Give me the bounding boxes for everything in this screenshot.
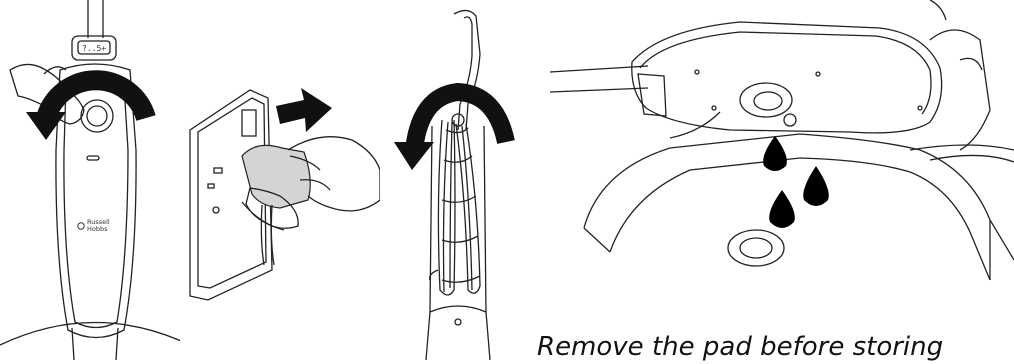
- panel-wrap-cable: [380, 0, 550, 360]
- plug-body: [242, 145, 310, 208]
- cable-wrap-illustration: [380, 0, 550, 360]
- drain-illustration: [550, 0, 1014, 330]
- panel-drain-water: [550, 0, 1014, 330]
- caption-remove-pad: Remove the pad before storing: [537, 330, 1007, 364]
- panel-unplug: [180, 0, 380, 360]
- panel-turn-dial: Russell Hobbs ?..5+: [0, 0, 180, 360]
- brand-logo: Russell Hobbs: [78, 218, 110, 233]
- turn-dial-arrow-icon: [26, 80, 146, 140]
- mop-illustration: Russell Hobbs ?..5+: [0, 0, 180, 360]
- water-drop-icon: [763, 136, 829, 228]
- dial-readout: ?..5+: [82, 44, 106, 53]
- brand-line2: Hobbs: [87, 225, 108, 233]
- unplug-arrow-icon: [276, 88, 332, 132]
- unplug-illustration: [180, 0, 380, 360]
